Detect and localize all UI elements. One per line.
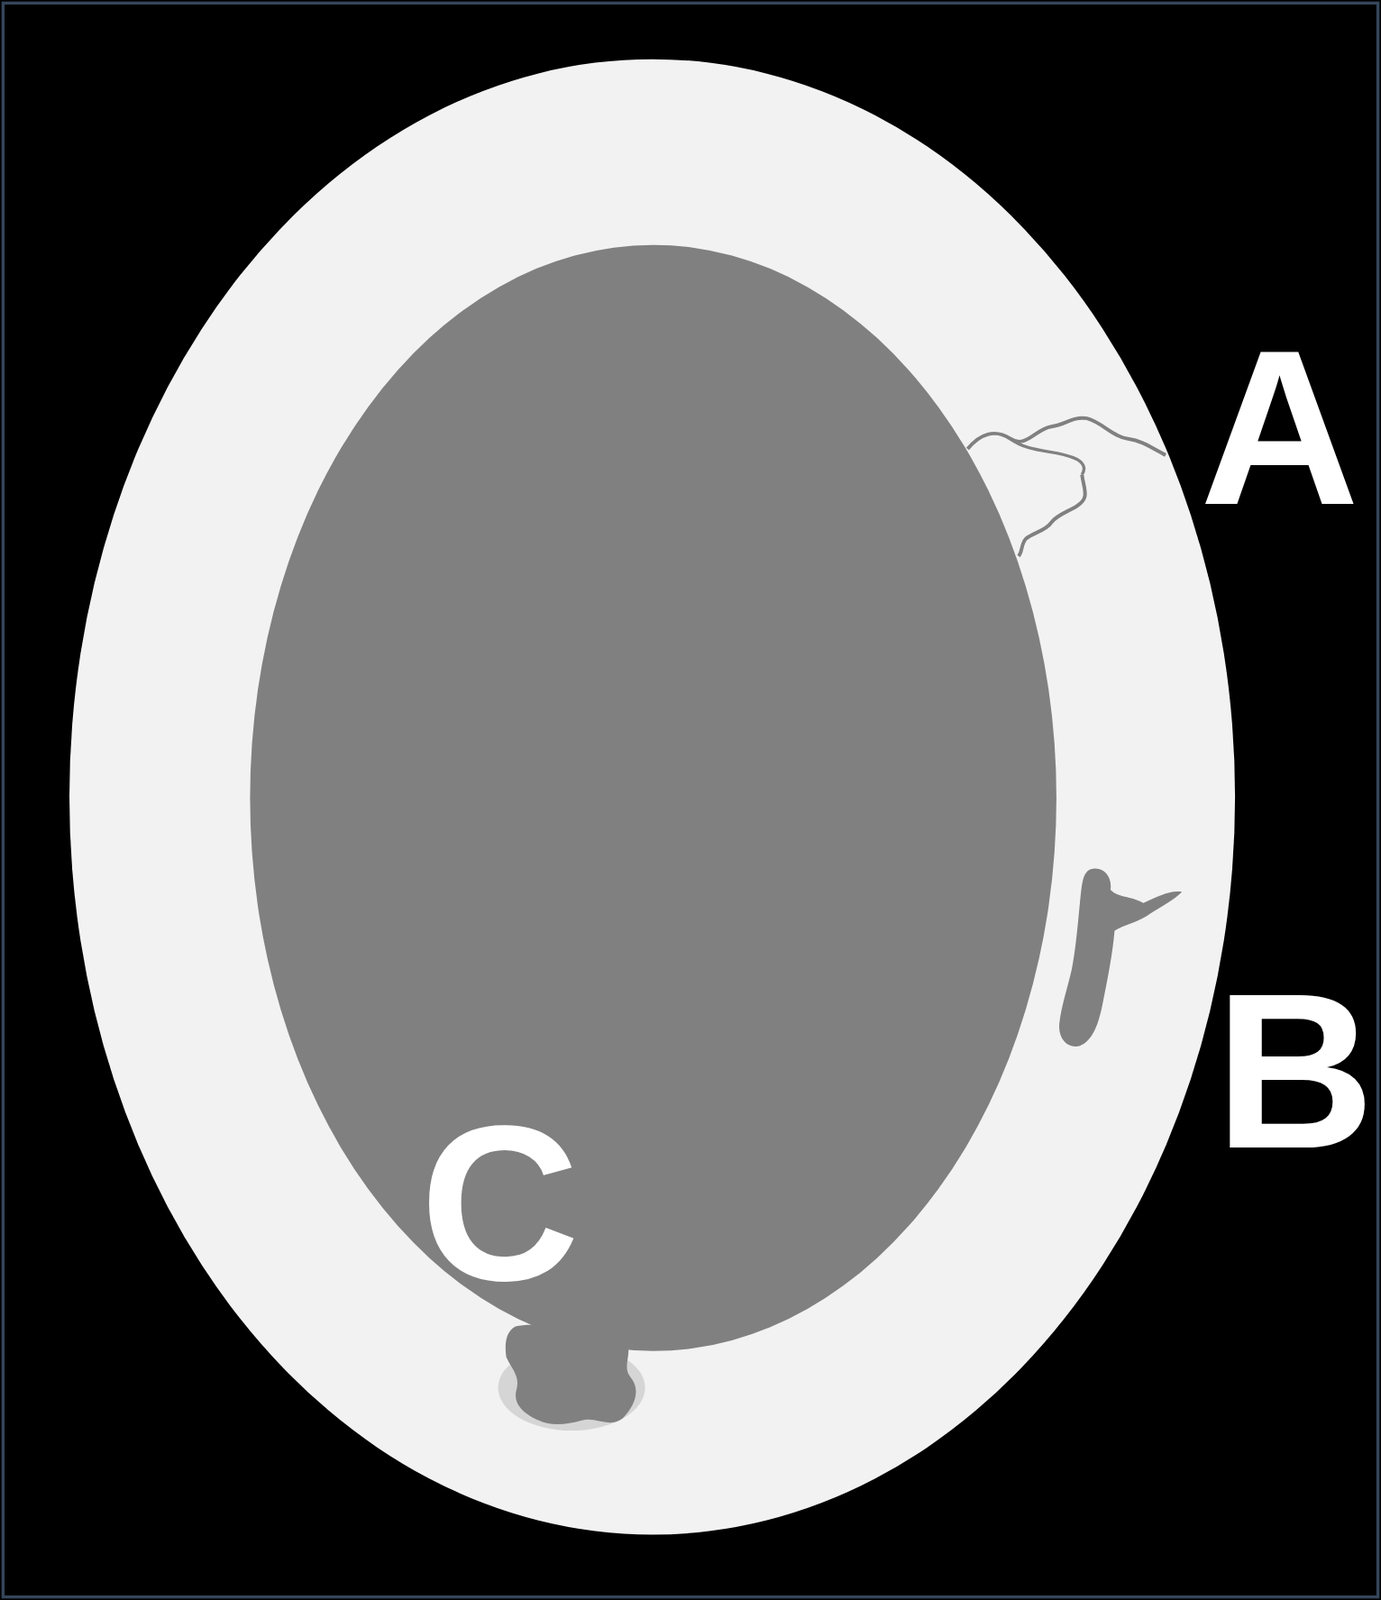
lesion-c-halo xyxy=(498,1344,646,1431)
medullary-cavity xyxy=(249,245,1057,1352)
lesion-a-branch xyxy=(1018,474,1086,557)
lesion-b xyxy=(1059,868,1182,1046)
lesion-a xyxy=(967,418,1166,456)
lesion-a-link xyxy=(1010,438,1085,476)
callout-letter: C xyxy=(420,1093,580,1315)
cortex xyxy=(69,59,1235,1536)
callout-letter: A xyxy=(1199,317,1360,539)
callout-letter: B xyxy=(1215,960,1375,1182)
